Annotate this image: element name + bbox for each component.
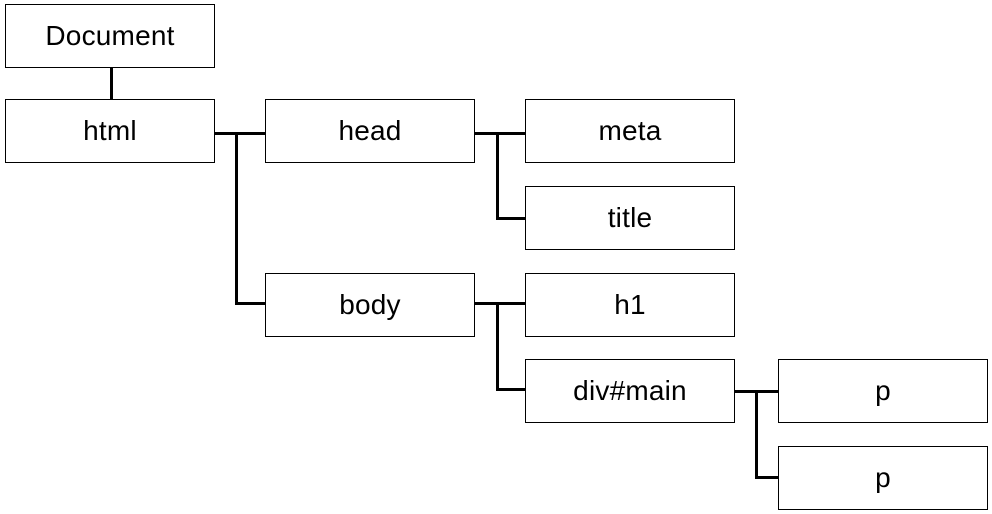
node-meta: meta — [525, 99, 735, 163]
node-p-first: p — [778, 359, 988, 423]
node-html: html — [5, 99, 215, 163]
node-head: head — [265, 99, 475, 163]
node-div-main: div#main — [525, 359, 735, 423]
node-body: body — [265, 273, 475, 337]
edge-body-branch-vertical — [496, 302, 499, 391]
edge-body-div-main — [496, 388, 526, 391]
edge-div-main-p2 — [755, 476, 779, 479]
edge-div-main-branch-vertical — [755, 390, 758, 479]
edge-head-branch-vertical — [496, 132, 499, 220]
edge-head-title — [496, 217, 526, 220]
node-h1: h1 — [525, 273, 735, 337]
edge-head-meta — [474, 132, 526, 135]
edge-body-h1 — [474, 302, 526, 305]
node-title: title — [525, 186, 735, 250]
edge-html-branch-vertical — [235, 132, 238, 305]
node-p-second: p — [778, 446, 988, 510]
node-document: Document — [5, 4, 215, 68]
edge-html-body — [235, 302, 266, 305]
edge-document-html — [110, 67, 113, 100]
edge-html-branch-horizontal — [214, 132, 266, 135]
